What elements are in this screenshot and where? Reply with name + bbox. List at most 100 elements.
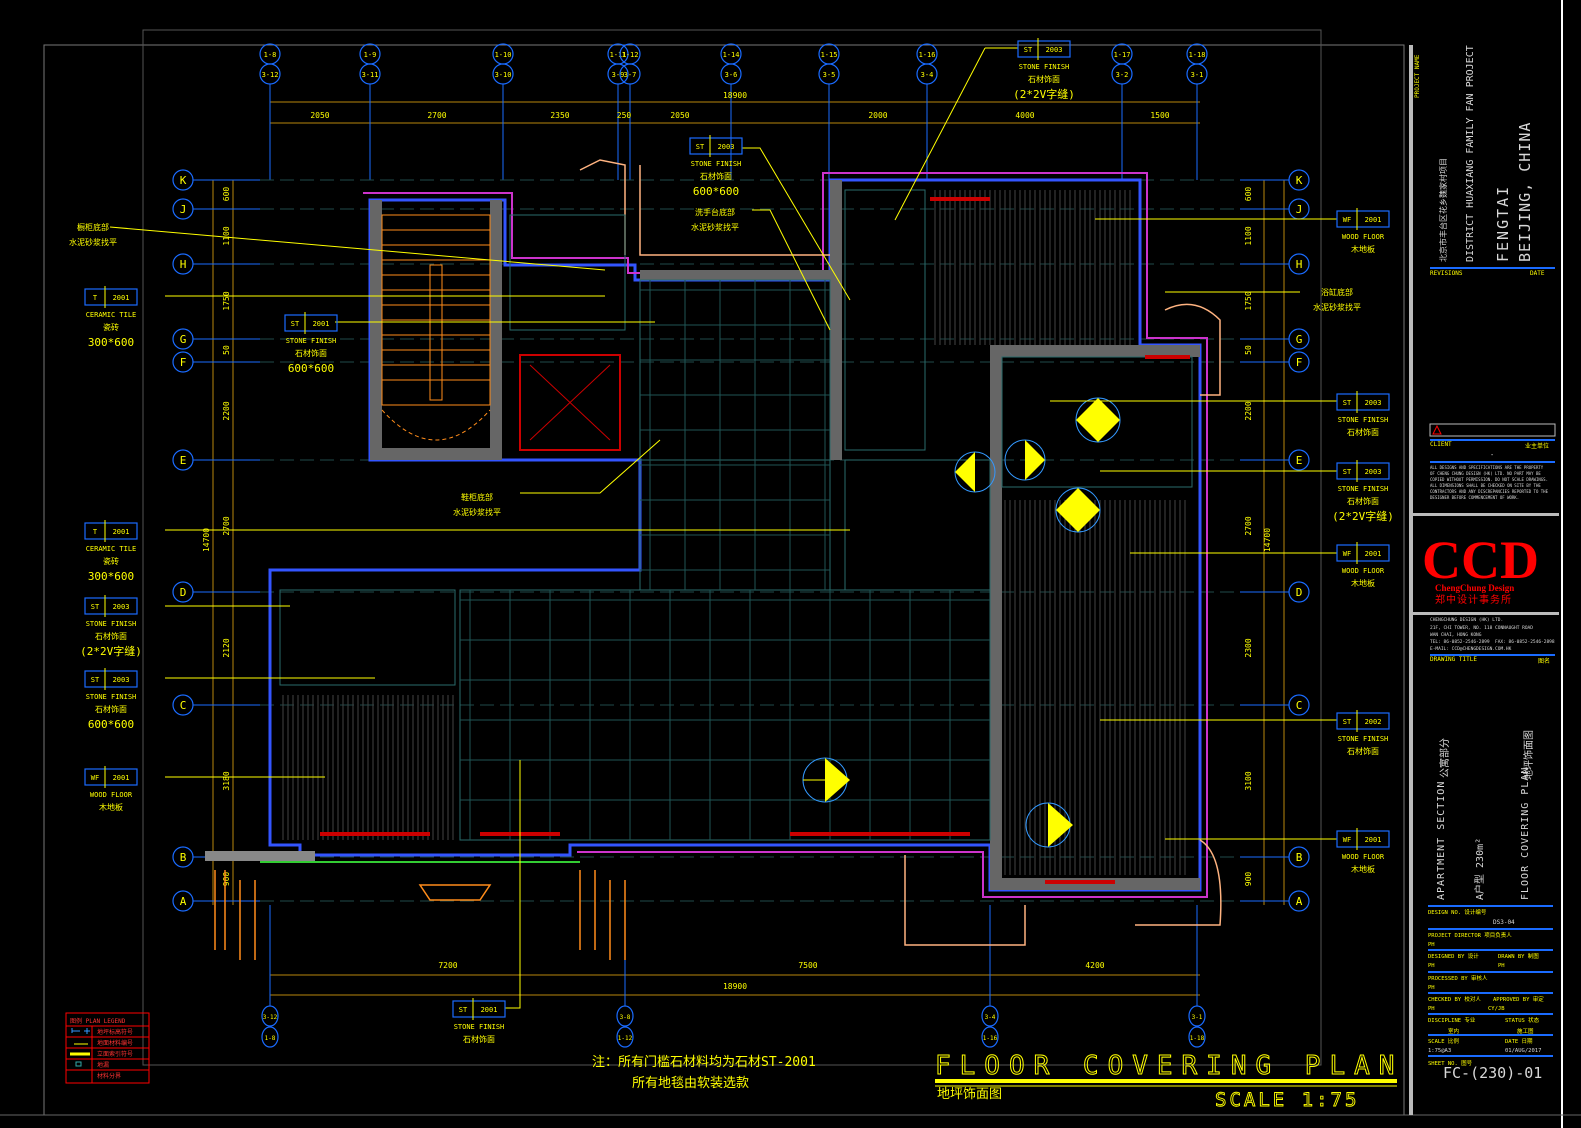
svg-text:鞋柜底部: 鞋柜底部 — [461, 492, 493, 502]
drawing-scale: SCALE 1:75 — [1215, 1089, 1359, 1111]
material-code: ST — [91, 603, 100, 611]
svg-text:洗手台底部: 洗手台底部 — [695, 207, 735, 217]
left-dimension-label: 900 — [222, 872, 231, 887]
ccd-logo: CCD — [1422, 530, 1539, 590]
row-axis-label: G — [180, 333, 187, 346]
axis-label-upper: 1-10 — [495, 51, 512, 59]
material-code: WF — [1343, 216, 1351, 224]
material-name-cn: 木地板 — [1351, 864, 1375, 874]
row-axis-label: K — [1296, 174, 1303, 187]
section-marker[interactable] — [802, 757, 850, 803]
axis-label-lower: 3-6 — [725, 71, 738, 79]
note-carpet: 所有地毯由软装选款 — [632, 1076, 749, 1091]
axis-label-lower: 3-12 — [262, 71, 279, 79]
material-name-en: STONE FINISH — [454, 1023, 505, 1031]
axis-label-upper: 1-17 — [1114, 51, 1131, 59]
svg-text:浴缸底部: 浴缸底部 — [1321, 287, 1353, 297]
total-width-label: 18900 — [723, 982, 747, 991]
dimension-label: 2050 — [670, 111, 689, 120]
title-underline — [935, 1079, 1397, 1083]
right-dimension-label: 3100 — [1244, 771, 1253, 790]
row-axis-label: B — [1296, 851, 1303, 864]
material-name-cn: 石材饰面 — [1347, 427, 1379, 437]
material-number: 2001 — [1365, 836, 1382, 844]
section-marker[interactable] — [1075, 397, 1121, 443]
total-height-label: 14700 — [1263, 528, 1272, 552]
dimension-label: 2050 — [310, 111, 329, 120]
design-no-label: DESIGN NO. 设计编号 — [1428, 910, 1487, 916]
svg-text:橱柜底部: 橱柜底部 — [77, 222, 109, 232]
dimension-label: 7200 — [438, 961, 457, 970]
section-marker[interactable] — [1025, 802, 1073, 848]
axis-label-upper: 1-18 — [1189, 51, 1206, 59]
material-code: ST — [1024, 46, 1033, 54]
row-axis-bubble-right: A — [1240, 890, 1310, 912]
material-name-en: STONE FINISH — [286, 337, 337, 345]
grid-axis-bubble: 3-121-8 — [261, 905, 279, 1048]
project-director-value: PH — [1428, 942, 1435, 948]
material-code: ST — [1343, 718, 1352, 726]
right-dimension-label: 600 — [1244, 187, 1253, 202]
processed-by-value: PH — [1428, 985, 1435, 991]
total-width-label: 18900 — [723, 91, 747, 100]
material-code: WF — [91, 774, 99, 782]
row-axis-label: F — [1296, 356, 1303, 369]
section-marker[interactable] — [954, 451, 996, 493]
section-marker[interactable] — [1004, 439, 1046, 481]
company-address-2: WAN CHAI, HONG KONG — [1430, 633, 1482, 638]
discipline-label: DISCIPLINE 专业 — [1428, 1018, 1476, 1024]
legend-row-label: 地坪标高符号 — [97, 1028, 133, 1036]
material-code: ST — [459, 1006, 468, 1014]
material-name-cn: 石材饰面 — [463, 1034, 495, 1044]
processed-by-label: PROCESSED BY 审核人 — [1428, 976, 1488, 982]
material-number: 2003 — [1365, 399, 1382, 407]
material-name-en: CERAMIC TILE — [86, 311, 137, 319]
row-axis-bubble-left: J — [172, 198, 1240, 220]
row-axis-label: J — [180, 203, 187, 216]
row-axis-label: B — [180, 851, 187, 864]
drawn-by-label: DRAWN BY 制图 — [1498, 954, 1539, 960]
total-height-label: 14700 — [202, 528, 211, 552]
material-name-en: STONE FINISH — [691, 160, 742, 168]
axis-label-lower: 3-10 — [495, 71, 512, 79]
row-axis-label: C — [180, 699, 187, 712]
material-name-en: WOOD FLOOR — [90, 791, 133, 799]
side-dimension-labels: 6001100175050220027002120318090060011001… — [202, 187, 1272, 887]
designed-by-label: DESIGNED BY 设计 — [1428, 954, 1479, 960]
material-name-cn: 石材饰面 — [95, 631, 127, 641]
row-axis-label: A — [1296, 895, 1303, 908]
project-location-district: FENGTAI — [1494, 184, 1512, 262]
section-name: APARTMENT SECTION — [1436, 780, 1447, 900]
material-name-cn: 木地板 — [99, 802, 123, 812]
scale-label: SCALE 比例 — [1428, 1039, 1459, 1045]
material-code: ST — [91, 676, 100, 684]
dimension-label: 2350 — [550, 111, 569, 120]
left-dimension-label: 1100 — [222, 226, 231, 245]
drawing-title-label: DRAWING TITLE — [1430, 656, 1477, 663]
floor-plan — [205, 159, 1222, 960]
right-dimension-label: 2700 — [1244, 516, 1253, 535]
material-code: ST — [696, 143, 705, 151]
axis-label-lower: 1-8 — [265, 1035, 276, 1042]
row-axis-bubble-left: G — [172, 328, 1240, 350]
section-marker[interactable] — [1055, 487, 1101, 533]
left-dimension-label: 3180 — [222, 771, 231, 790]
dimension-label: 4200 — [1085, 961, 1104, 970]
